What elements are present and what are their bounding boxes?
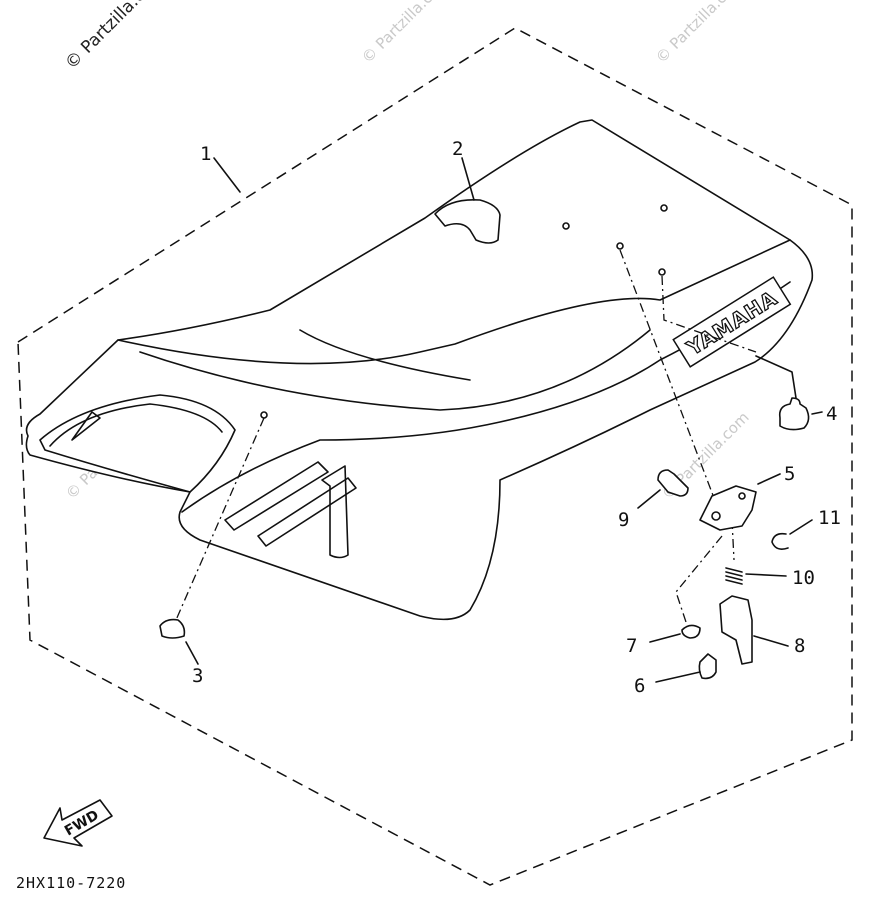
part-6-screw bbox=[698, 653, 717, 680]
callout-9: 9 bbox=[618, 509, 629, 531]
part-3-grommet bbox=[159, 618, 186, 639]
callout-2: 2 bbox=[452, 138, 463, 160]
callout-4: 4 bbox=[826, 403, 837, 425]
part-8-lock-lever bbox=[719, 595, 753, 665]
seat-assembly: YAMAHA bbox=[25, 119, 814, 621]
part-5-lock-base bbox=[699, 485, 757, 531]
callout-10: 10 bbox=[792, 567, 815, 589]
watermark-top-center: © Partzilla.com bbox=[358, 0, 453, 67]
callout-8: 8 bbox=[794, 635, 805, 657]
watermark-top-right: © Partzilla.com bbox=[652, 0, 747, 67]
drawing-code: 2HX110-7220 bbox=[16, 874, 126, 892]
callout-5: 5 bbox=[784, 463, 795, 485]
part-11-clip bbox=[771, 532, 789, 550]
brand-panel bbox=[672, 276, 792, 368]
callout-6: 6 bbox=[634, 675, 645, 697]
watermark-top-left: © Partzilla.com bbox=[61, 0, 168, 74]
callout-11: 11 bbox=[818, 507, 841, 529]
callout-7: 7 bbox=[626, 635, 637, 657]
part-9-bolt bbox=[657, 469, 689, 497]
callout-3: 3 bbox=[192, 665, 203, 687]
part-4-damper bbox=[778, 397, 810, 431]
part-7-washer bbox=[681, 624, 701, 639]
callout-1: 1 bbox=[200, 143, 211, 165]
assembly-boundary bbox=[17, 27, 853, 886]
part-10-spring bbox=[725, 567, 743, 585]
fwd-arrow-icon: FWD bbox=[43, 799, 113, 847]
